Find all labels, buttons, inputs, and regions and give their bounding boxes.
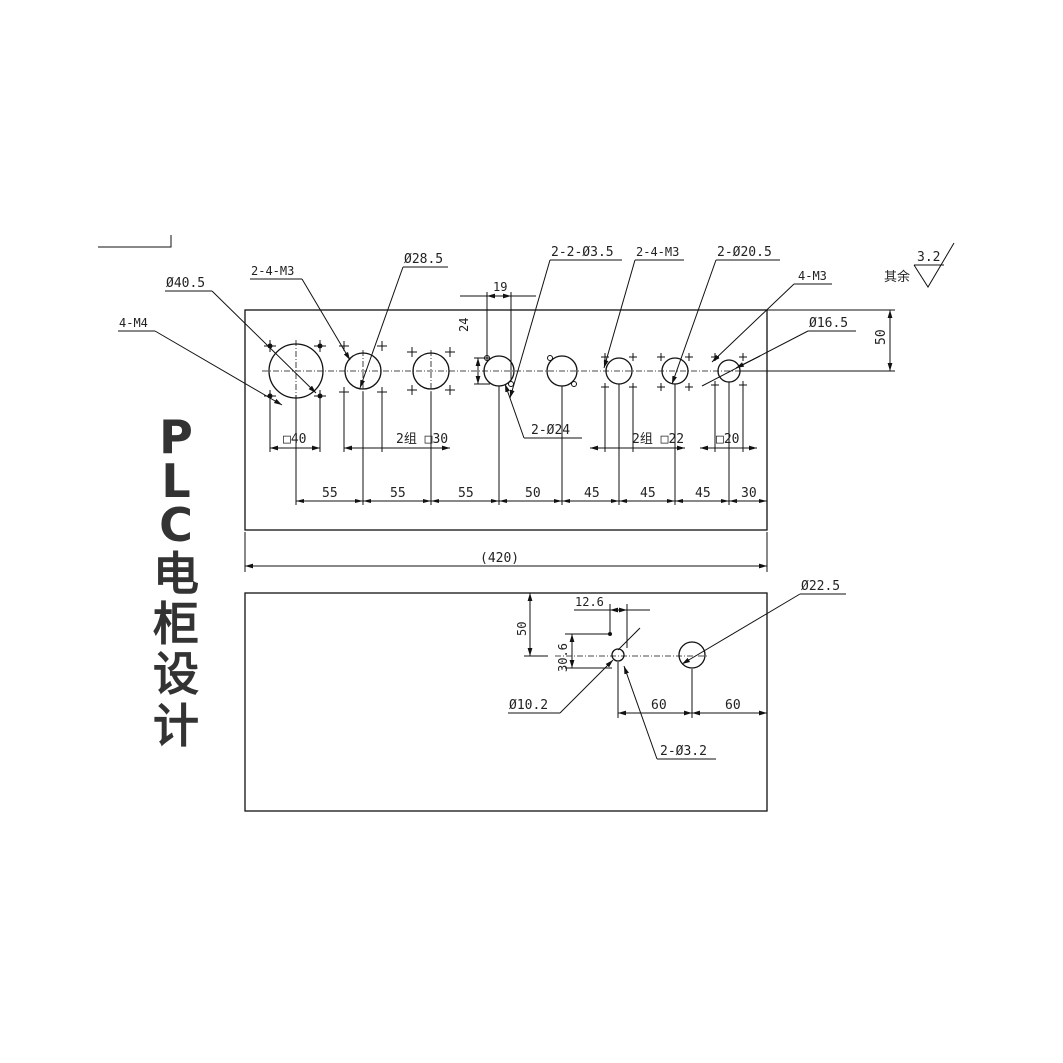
callout-d20-5: 2-Ø20.5 (671, 245, 780, 385)
overall-width-label: (420) (480, 551, 519, 566)
height-label: 50 (874, 329, 889, 345)
roughness-check-icon (913, 242, 955, 288)
side-height-30-6-label: 30.6 (556, 643, 570, 672)
side-spacing-60-b: 60 (725, 698, 741, 713)
title-char-5: 柜 (153, 597, 199, 651)
svg-text:Ø16.5: Ø16.5 (809, 316, 848, 331)
title-char-4: 电 (153, 547, 199, 601)
side-panel-outline (244, 592, 768, 812)
svg-text:Ø28.5: Ø28.5 (404, 252, 443, 267)
callout-d22-5: Ø22.5 (681, 579, 846, 665)
callout-m3-c: 4-M3 (711, 269, 832, 363)
vertical-title: P L C 电 柜 设 计 (153, 410, 199, 753)
svg-text:4-M3: 4-M3 (798, 269, 827, 283)
hole-d22-5 (678, 641, 706, 669)
side-panel: 50 30.6 12.6 60 60 Ø22.5 Ø10.2 (244, 579, 846, 812)
svg-text:2-2-Ø3.5: 2-2-Ø3.5 (551, 245, 614, 260)
callout-d24: 2-Ø24 (504, 383, 582, 439)
surface-finish-value: 3.2 (917, 250, 940, 265)
square-label-20: □20 (716, 432, 739, 447)
spacing-label-6: 45 (640, 486, 656, 501)
callout-d40-5: Ø40.5 (165, 276, 317, 394)
callout-d3-5: 2-2-Ø3.5 (509, 245, 622, 399)
side-spacing-60-a: 60 (651, 698, 667, 713)
spacing-label-8: 30 (741, 486, 757, 501)
svg-text:2-Ø24: 2-Ø24 (531, 423, 570, 438)
title-char-6: 设 (153, 647, 199, 701)
offset-19-label: 19 (493, 280, 507, 294)
svg-text:2-Ø20.5: 2-Ø20.5 (717, 245, 772, 260)
svg-text:Ø10.2: Ø10.2 (509, 698, 548, 713)
callout-d28-5: Ø28.5 (359, 252, 448, 389)
svg-text:2-Ø3.2: 2-Ø3.2 (660, 744, 707, 759)
callout-d10-2: Ø10.2 (508, 659, 614, 714)
callout-d16-5: Ø16.5 (701, 316, 856, 387)
side-width-12-6-label: 12.6 (575, 595, 604, 609)
callout-m3-a: 2-4-M3 (250, 264, 351, 361)
hole-d28-5 (339, 341, 387, 397)
spacing-label-1: 55 (322, 486, 338, 501)
front-panel: □40 2组 □30 2组 □22 □20 55 55 55 50 45 45 … (118, 245, 895, 572)
surface-finish-symbol: 其余 3.2 (884, 242, 955, 288)
side-height-50-label: 50 (515, 622, 529, 636)
spacing-label-7: 45 (695, 486, 711, 501)
hole-d28-5-second (407, 347, 455, 395)
callout-d3-2: 2-Ø3.2 (617, 627, 716, 760)
title-char-2: L (161, 454, 190, 508)
svg-text:Ø22.5: Ø22.5 (801, 579, 840, 594)
square-label-22: 2组 □22 (632, 432, 684, 447)
square-label-40: □40 (283, 432, 306, 447)
svg-text:Ø40.5: Ø40.5 (166, 276, 205, 291)
spacing-label-2: 55 (390, 486, 406, 501)
svg-text:2-4-M3: 2-4-M3 (251, 264, 294, 278)
svg-text:2-4-M3: 2-4-M3 (636, 245, 679, 259)
callout-m3-b: 2-4-M3 (603, 245, 684, 369)
svg-text:4-M4: 4-M4 (119, 316, 148, 330)
spacing-label-3: 55 (458, 486, 474, 501)
spacing-label-4: 50 (525, 486, 541, 501)
callout-m4: 4-M4 (118, 316, 283, 406)
title-char-3: C (159, 498, 193, 552)
front-panel-outline (244, 309, 768, 531)
hole-d10-2 (611, 648, 625, 662)
title-char-1: P (159, 410, 193, 464)
square-label-30: 2组 □30 (396, 432, 448, 447)
surface-finish-note: 其余 (884, 269, 910, 285)
offset-24-label: 24 (457, 318, 471, 332)
title-char-7: 计 (153, 699, 199, 753)
spacing-label-5: 45 (584, 486, 600, 501)
frame-corner-mark (98, 235, 172, 248)
